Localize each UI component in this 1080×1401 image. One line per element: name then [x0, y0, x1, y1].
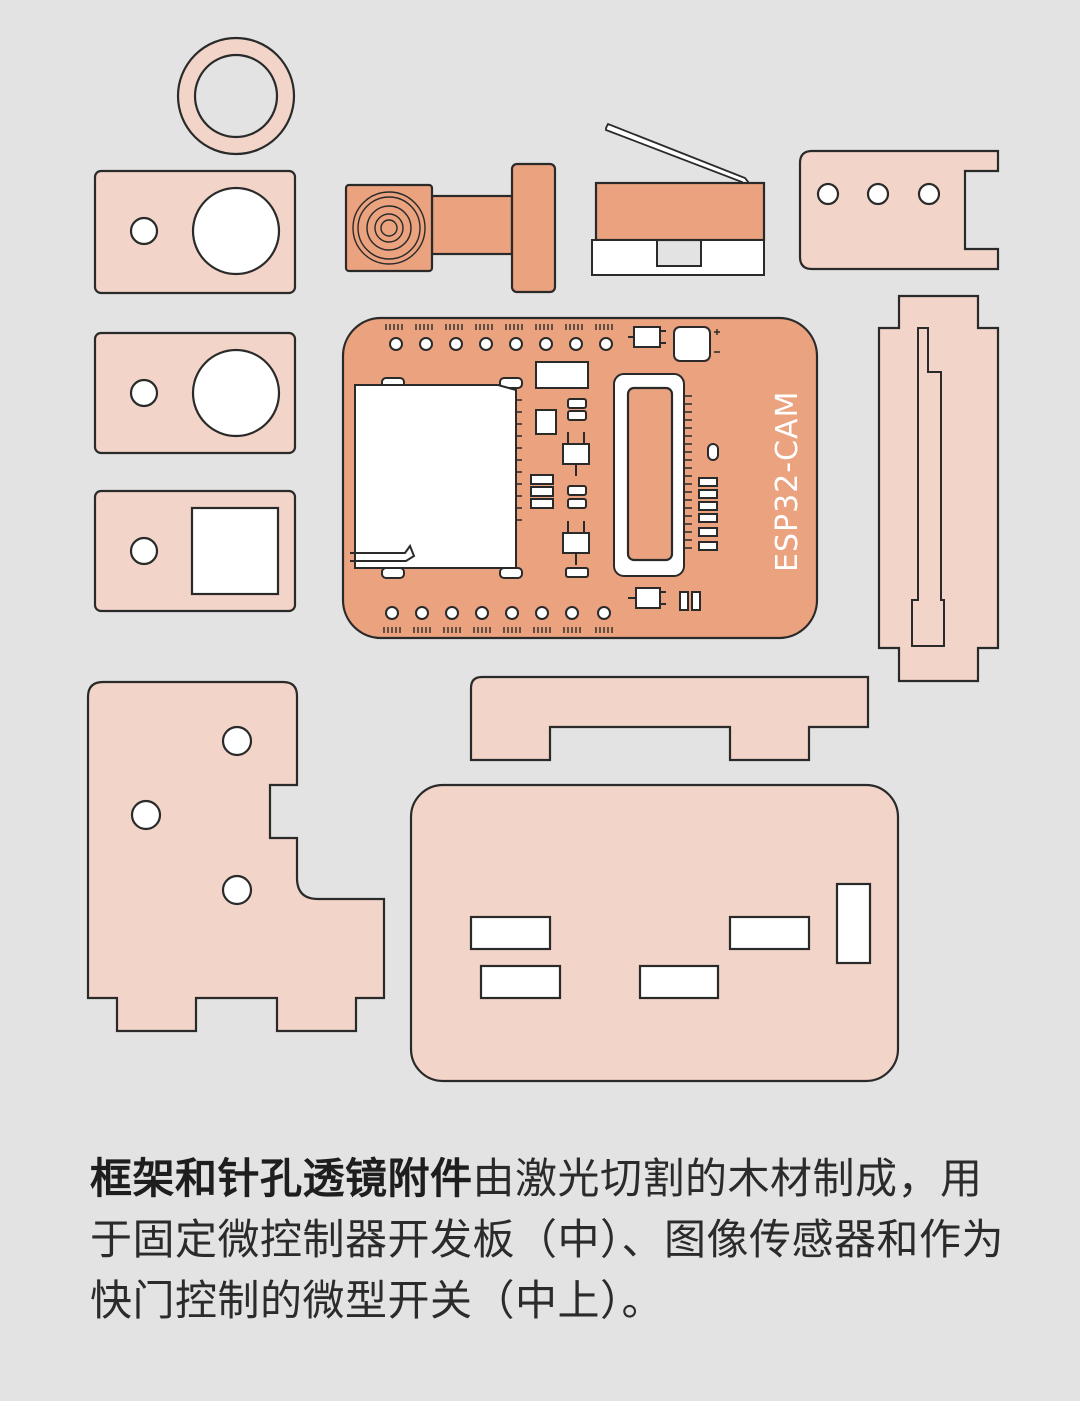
bottom-header-pins — [383, 606, 613, 633]
bracket-top-right — [798, 149, 1000, 271]
camera-module — [344, 162, 557, 294]
micro-switch — [591, 122, 766, 276]
caption-text: 由激光切割的木材制成，用于固定微控制器开发板（中）、图像传感器和作为快门控制的微… — [90, 1154, 1005, 1325]
esp32-cam-board: ESP32-CAM — [341, 316, 819, 640]
bracket-left — [86, 680, 386, 1033]
top-header-pins — [385, 324, 613, 351]
board-label: ESP32-CAM — [770, 391, 805, 572]
sd-card-slot — [350, 377, 523, 579]
side-plate-right — [877, 294, 1000, 683]
lens-plate-middle — [93, 331, 297, 455]
base-plate — [409, 783, 900, 1083]
long-bar — [469, 675, 870, 762]
washer-ring — [176, 36, 296, 156]
camera-fpc-connector — [613, 373, 692, 577]
exploded-parts-diagram: ESP32-CAM — [86, 36, 1000, 1083]
lens-plate-top — [93, 169, 297, 295]
caption-bold: 框架和针孔透镜附件 — [90, 1154, 473, 1203]
sensor-plate — [93, 489, 297, 613]
caption: 框架和针孔透镜附件由激光切割的木材制成，用于固定微控制器开发板（中）、图像传感器… — [90, 1148, 1010, 1331]
